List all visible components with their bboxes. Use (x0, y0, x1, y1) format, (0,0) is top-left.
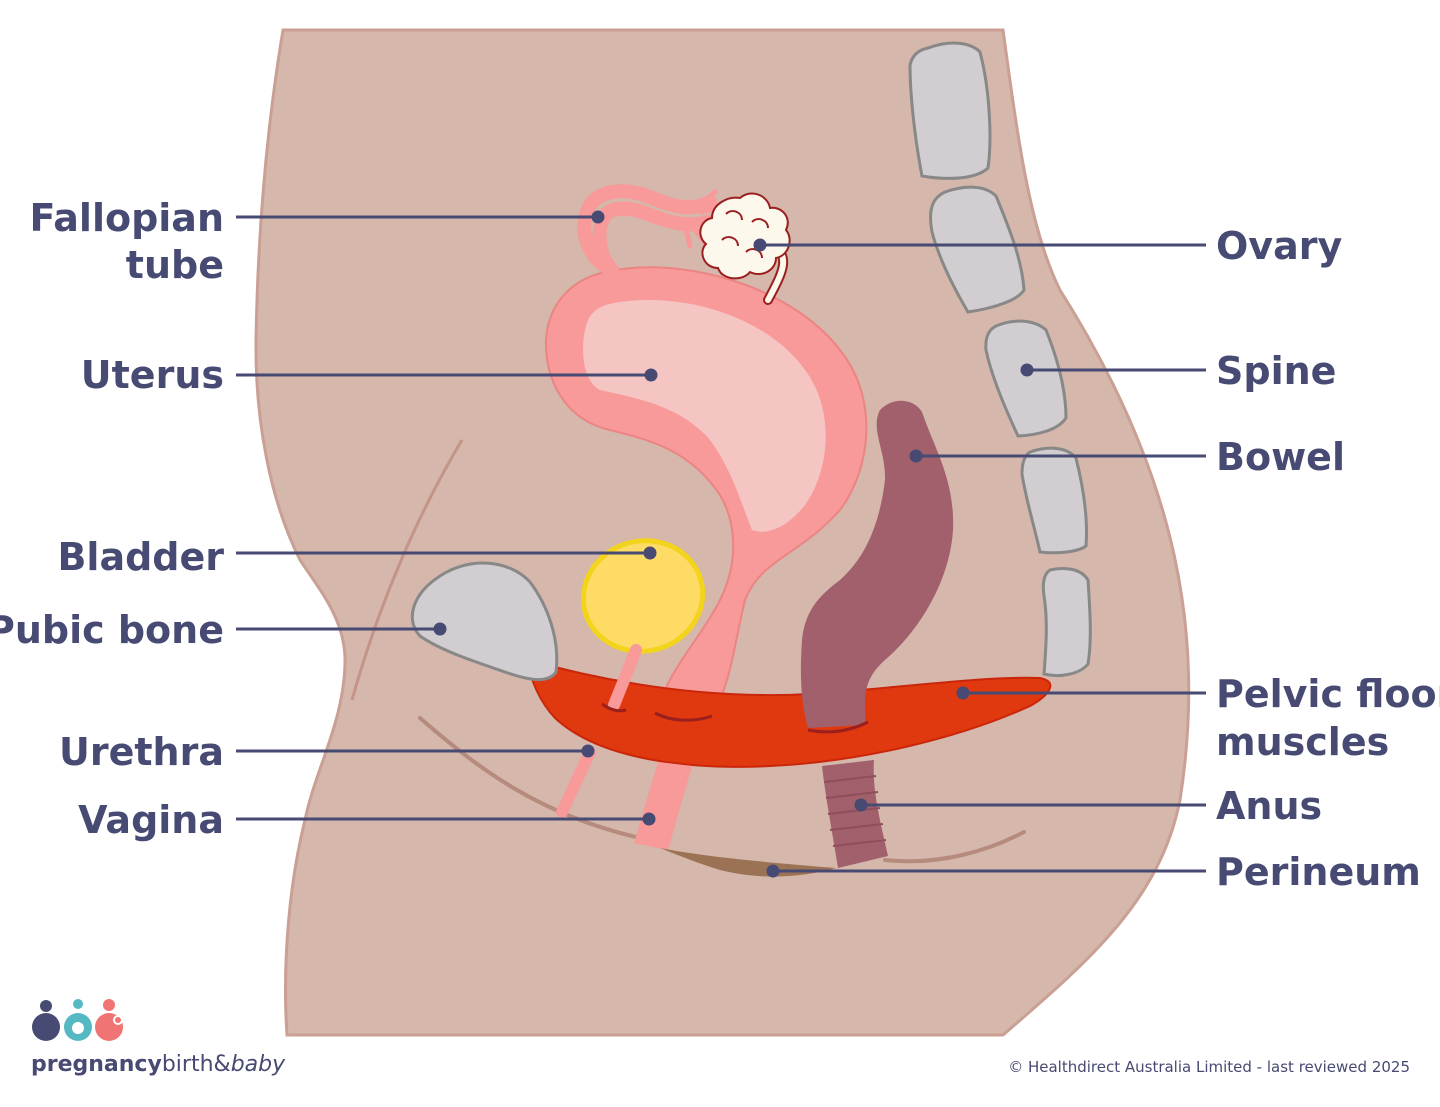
urethra-sphincter (601, 702, 627, 713)
bladder (580, 538, 706, 654)
urethra-lower (556, 746, 596, 818)
logo-word-pregnancy: pregnancy (31, 1052, 162, 1077)
label-vagina: Vagina (78, 798, 224, 842)
leader-dot-fallopian-tube (591, 210, 605, 224)
leader-dot-spine (1020, 363, 1034, 377)
logo-head-coral (103, 999, 115, 1011)
label-uterus: Uterus (81, 353, 224, 397)
ovary-follicle-2 (751, 218, 769, 229)
label-perineum: Perineum (1216, 850, 1421, 894)
anus-ridges (823, 775, 887, 847)
label-pelvic-floor-line2: muscles (1216, 720, 1389, 764)
uterus-cavity (583, 299, 826, 532)
anus-ridge-3 (827, 807, 881, 815)
label-pelvic-floor-line1: Pelvic floor (1216, 672, 1440, 716)
logo-hole-teal (72, 1022, 84, 1034)
leader-dot-vagina (642, 812, 656, 826)
leader-dot-urethra (581, 744, 595, 758)
buttock-crease (418, 716, 642, 840)
fimbria-1 (697, 189, 718, 208)
leader-dot-pelvic-floor (956, 686, 970, 700)
bowel-sphincter (807, 720, 869, 734)
label-anus: Anus (1216, 784, 1322, 828)
anus-ridge-1 (823, 775, 877, 783)
label-fallopian-tube-line1: Fallopian (30, 196, 224, 240)
groin-crease (350, 439, 464, 701)
pelvic-floor-muscles (526, 658, 1052, 768)
buttock-crease-right (883, 830, 1026, 864)
leader-dot-bladder (643, 546, 657, 560)
brand-logo: pregnancybirth&baby (31, 999, 286, 1077)
label-bowel: Bowel (1216, 435, 1345, 479)
ovary-body (699, 192, 791, 280)
logo-word-birth: birth (162, 1052, 214, 1077)
perineum (660, 848, 836, 877)
leader-lines (236, 210, 1206, 878)
label-bladder: Bladder (57, 535, 224, 579)
logo-baby-coral-inner (115, 1017, 121, 1023)
logo-word-amp: & (214, 1052, 231, 1077)
fallopian-tube (577, 184, 717, 277)
leader-dot-anus (854, 798, 868, 812)
anus-ridge-4 (829, 823, 884, 831)
vagina-sphincter (654, 711, 713, 722)
label-urethra: Urethra (59, 730, 224, 774)
bowel (800, 400, 954, 728)
label-ovary: Ovary (1216, 224, 1342, 268)
right-labels: Ovary Spine Bowel Pelvic floor muscles A… (1216, 224, 1440, 894)
copyright-notice: © Healthdirect Australia Limited - last … (1008, 1058, 1410, 1076)
logo-word-baby: baby (231, 1052, 286, 1077)
label-pubic-bone: Pubic bone (0, 608, 224, 652)
spine (908, 41, 1092, 678)
left-labels: Fallopian tube Uterus Bladder Pubic bone… (0, 196, 224, 842)
leader-dot-pubic-bone (433, 622, 447, 636)
ovary-follicle-3 (721, 236, 739, 247)
anus-ridge-2 (825, 791, 879, 799)
logo-wordmark: pregnancybirth&baby (31, 1052, 286, 1077)
vertebra-5 (1041, 566, 1092, 678)
leader-dot-uterus (644, 368, 658, 382)
anus-ridge-5 (832, 839, 887, 847)
logo-head-teal (73, 999, 83, 1009)
vertebra-3 (984, 319, 1068, 438)
ovary (699, 192, 791, 280)
leader-dot-ovary (753, 238, 767, 252)
vertebra-2 (929, 185, 1026, 314)
vagina-canal (634, 762, 692, 850)
leader-dot-perineum (766, 864, 780, 878)
label-spine: Spine (1216, 349, 1336, 393)
label-fallopian-tube-line2: tube (126, 243, 224, 287)
logo-body-navy (32, 1013, 60, 1041)
logo-head-navy (40, 1000, 52, 1012)
leader-dot-bowel (909, 449, 923, 463)
fimbria-5 (683, 227, 693, 249)
vertebra-1 (908, 41, 992, 180)
ovary-follicle-1 (725, 210, 743, 221)
urethra-upper (608, 644, 642, 711)
